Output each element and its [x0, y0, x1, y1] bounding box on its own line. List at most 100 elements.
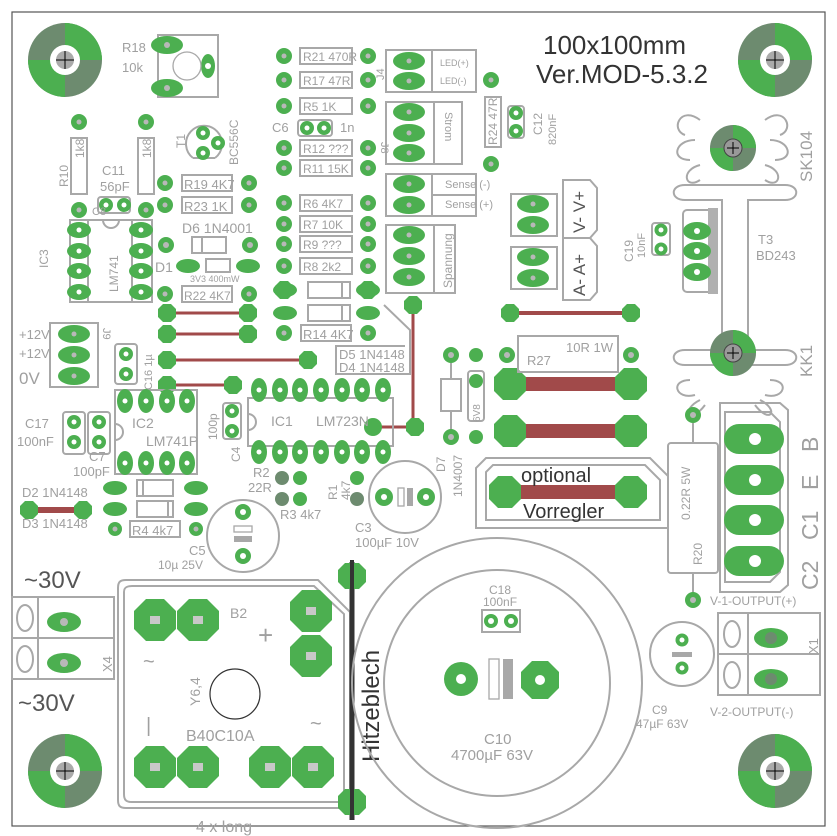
capacitor-c11[interactable] — [97, 196, 131, 214]
capacitor-c18[interactable] — [481, 609, 521, 633]
capacitor-c7[interactable] — [87, 411, 111, 455]
resistor-r2[interactable] — [275, 471, 307, 485]
diode-d7[interactable] — [440, 347, 462, 445]
resistor-r27[interactable] — [499, 335, 639, 373]
component-c6[interactable] — [297, 119, 333, 137]
terminal-x4-input[interactable] — [11, 596, 115, 680]
connector-j4[interactable] — [385, 49, 477, 93]
t1-label: T1 — [174, 134, 188, 148]
heatsink-mount-sk104[interactable] — [710, 125, 756, 171]
zener-6v8[interactable] — [467, 348, 485, 444]
c19-value: 10nF — [636, 233, 648, 258]
jumper-pad — [224, 376, 242, 394]
jumper-pad — [501, 304, 519, 322]
c18-label: C18 — [489, 583, 511, 597]
r3-label: R3 4k7 — [280, 507, 321, 522]
connector-j9-power[interactable] — [49, 322, 99, 388]
zener-d1[interactable] — [176, 258, 260, 273]
component-r6[interactable]: R6 4K7 — [276, 194, 376, 212]
j8-strom-text: Strom — [442, 112, 454, 141]
d3-label: D3 1N4148 — [22, 516, 88, 531]
connector-j7-spannung[interactable] — [385, 224, 456, 294]
terminal-x1-output[interactable] — [717, 612, 821, 696]
r10-value: 1k8 — [73, 138, 87, 158]
capacitor-c4[interactable] — [222, 402, 242, 440]
connector-j1-transistor[interactable] — [719, 402, 789, 593]
board-outline — [11, 11, 826, 827]
mounting-hole-bottom-left[interactable] — [28, 734, 102, 808]
ic3-lm741[interactable] — [67, 219, 153, 303]
c6-value: 1n — [340, 120, 354, 135]
connector-j8-strom[interactable] — [385, 101, 463, 165]
c5-value: 10µ 25V — [158, 558, 203, 572]
heatsink-mount-kk1[interactable] — [710, 330, 756, 376]
x1-output-plus: V-1-OUTPUT(+) — [710, 594, 796, 608]
capacitor-c10[interactable] — [351, 537, 643, 829]
component-r17[interactable]: R17 47R — [276, 71, 376, 89]
connector-j8-current[interactable] — [510, 237, 598, 301]
resistor-r22[interactable] — [157, 285, 257, 303]
j1-pin-c1: C1 — [797, 511, 823, 540]
capacitor-c3[interactable] — [368, 460, 442, 534]
d5-label: D5 1N4148 — [339, 347, 405, 362]
capacitor-c17[interactable] — [62, 411, 86, 455]
diode-d4[interactable] — [273, 304, 380, 322]
resistor-r20[interactable] — [667, 407, 719, 608]
resistor-r1[interactable] — [350, 471, 364, 506]
ic2-value: LM741P — [146, 433, 198, 449]
resistor-r10[interactable] — [70, 114, 88, 218]
capacitor-c16[interactable] — [114, 343, 138, 385]
diode-d6[interactable] — [158, 236, 258, 254]
transistor-t1[interactable] — [185, 124, 225, 160]
capacitor-c12[interactable] — [507, 105, 525, 139]
resistor-r19[interactable] — [157, 174, 257, 192]
board-title: 100x100mm — [543, 30, 686, 60]
jumper-pad — [74, 501, 92, 519]
resistor-column: R21 470R R17 47R R5 1K R12 ??? R11 15K R6 4K7… — [276, 47, 376, 275]
d2-label: D2 1N4148 — [22, 485, 88, 500]
mounting-hole-top-left[interactable] — [28, 23, 102, 97]
bridge-rectifier-b2[interactable] — [117, 579, 351, 809]
jumper-pad — [275, 281, 293, 299]
component-r9[interactable]: R9 ??? — [276, 235, 376, 253]
resistor-r14[interactable] — [276, 324, 376, 342]
component-r7[interactable]: R7 10K — [276, 215, 376, 233]
mounting-hole-top-right[interactable] — [738, 23, 812, 97]
resistor-r11[interactable] — [137, 114, 155, 218]
diode-d2[interactable] — [103, 479, 208, 497]
capacitor-c5[interactable] — [206, 499, 280, 573]
transistor-t3[interactable] — [682, 208, 718, 294]
component-r21[interactable]: R21 470R — [276, 47, 376, 65]
hitzeblech-label: Hitzeblech — [358, 650, 385, 762]
ic1-lm723n[interactable] — [247, 378, 394, 464]
d7-label: D7 — [434, 456, 448, 472]
resistor-r23[interactable] — [157, 196, 257, 214]
trimmer-r18[interactable] — [151, 34, 219, 98]
board-version: Ver.MOD-5.3.2 — [536, 59, 708, 89]
capacitor-c9[interactable] — [649, 621, 715, 687]
j9-pin-1: +12V — [19, 327, 50, 342]
component-r8[interactable]: R8 2k2 — [276, 257, 376, 275]
connector-j2-sense[interactable] — [385, 173, 477, 217]
resistor-r3[interactable] — [275, 492, 307, 506]
connector-j3-voltage[interactable] — [510, 179, 598, 239]
resistor-r24[interactable] — [483, 72, 502, 172]
r5-label: R5 1K — [303, 100, 336, 114]
ic2-lm741p[interactable] — [114, 389, 198, 475]
mounting-hole-bottom-right[interactable] — [738, 734, 812, 808]
j9-pin-3: 0V — [19, 369, 40, 388]
b2-label: B2 — [230, 605, 247, 621]
ic1-value: LM723N — [316, 413, 369, 429]
diode-d3[interactable] — [103, 500, 208, 518]
component-r12[interactable]: R12 ??? — [276, 139, 376, 157]
x4-input-bottom: ~30V — [18, 690, 75, 717]
component-r5[interactable]: R5 1K — [276, 97, 376, 115]
jumper-pads — [20, 281, 647, 519]
resistor-r4[interactable] — [108, 520, 203, 538]
ic3-label: IC3 — [37, 249, 51, 268]
capacitor-c19[interactable] — [651, 222, 671, 256]
c11-label: C11 — [102, 163, 125, 178]
t3-label: T3 — [758, 232, 773, 247]
j2-pin-sense-plus: Sense (+) — [445, 199, 493, 211]
component-r11b[interactable]: R11 15K — [276, 159, 376, 177]
